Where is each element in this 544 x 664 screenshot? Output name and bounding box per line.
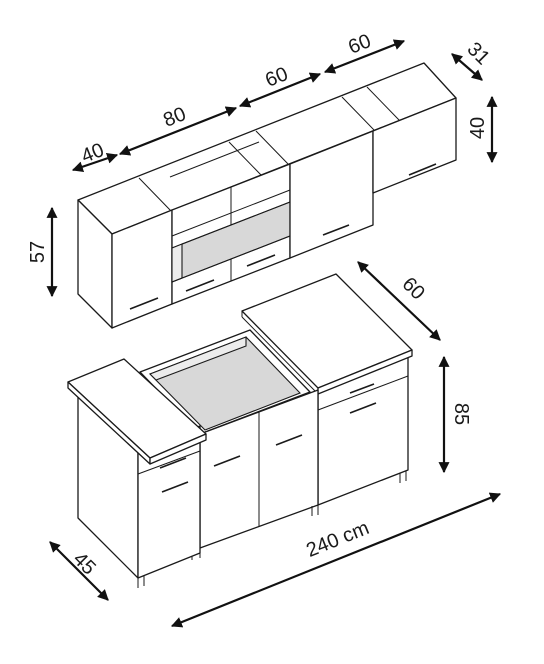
dim-arrow-60-mid [238,72,322,108]
dim-arrow-240 [170,492,502,628]
dim-label-45: 45 [69,548,100,579]
door-handle [408,163,437,176]
dim-arrow-80 [118,106,238,156]
door-handle [275,434,303,446]
drawer-handle [159,457,187,469]
wall-cabinet-short [372,97,457,194]
dim-label-40-height: 40 [467,117,489,139]
dimension-lines [46,39,502,628]
wall-cabinets [77,62,457,329]
door-handle [129,297,159,310]
wall-cabinet-door-60 [289,130,374,259]
door-handle [349,402,377,414]
dim-label-60-depth: 60 [398,273,429,304]
dim-label-240: 240 cm [303,517,372,562]
drawer-handle-left [185,279,215,292]
drawer-handle [349,383,375,394]
door-handle [322,224,350,236]
dim-label-85: 85 [450,403,472,425]
dim-label-31: 31 [463,38,494,69]
drawer-handle-right [246,254,276,267]
dim-label-40-width: 40 [78,139,107,168]
dim-label-57: 57 [27,241,49,263]
door-handle [213,455,241,467]
dim-arrow-60-right [323,39,406,74]
dim-arrow-60-depth [357,261,441,341]
dim-arrow-31 [451,53,483,81]
dim-arrow-40-width [71,152,119,173]
door-handle [161,481,189,493]
dim-arrow-45 [49,541,109,601]
